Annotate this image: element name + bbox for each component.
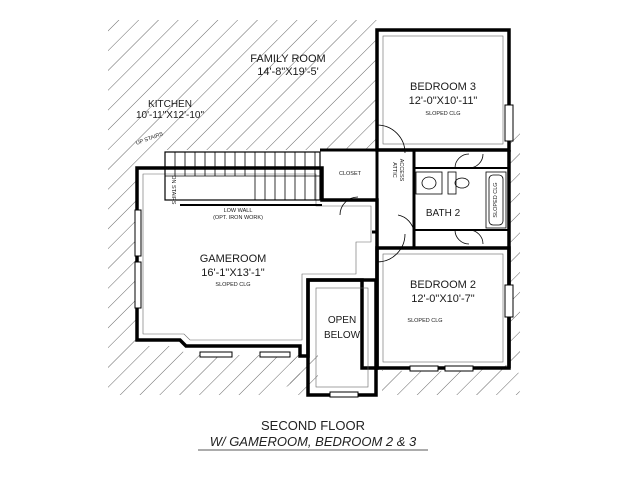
sink-icon [421,176,437,190]
tub-icon [485,171,507,229]
vanity [415,171,443,195]
bedroom3-size: 12'-0"X10'-11" [409,95,478,107]
bath-fixtures [415,171,507,229]
toilet-tank [447,171,457,195]
stairs [164,151,321,201]
gameroom-size: 16'-1"X13'-1" [201,267,264,279]
bedroom3-name: BEDROOM 3 [410,81,476,93]
iron-work-label: (OPT. IRON WORK) [213,215,263,221]
bedroom3-walls [375,28,511,152]
bath2-name: BATH 2 [426,208,461,219]
bedroom2-walls [375,246,511,370]
bedroom3-note: SLOPED CLG [425,111,460,117]
caption-line1: SECOND FLOOR [261,418,365,433]
closet-label: CLOSET [339,171,362,177]
open-below-line1: OPEN [328,315,356,326]
room-labels: FAMILY ROOM 14'-8"X19'-5' KITCHEN 10'-11… [136,53,477,341]
bedroom2-note: SLOPED CLG [407,318,442,324]
attic-label: ATTIC [391,162,397,178]
caption: SECOND FLOOR W/ GAMEROOM, BEDROOM 2 & 3 [198,418,428,451]
family-room-name: FAMILY ROOM [250,53,325,65]
windows [134,104,514,398]
doors [339,124,484,263]
gameroom-name: GAMEROOM [200,253,267,265]
bedroom2-size: 12'-0"X10'-7" [411,293,474,305]
stairs-label: DN STAIRS [170,176,176,205]
hatched-area [108,20,520,395]
caption-line2: W/ GAMEROOM, BEDROOM 2 & 3 [210,434,417,449]
family-room-size: 14'-8"X19'-5' [257,66,319,78]
gameroom-note: SLOPED CLG [215,282,250,288]
tub-clg-label: SLOPED CLG [493,182,499,217]
kitchen-name: KITCHEN [148,99,192,110]
access-label: ACCESS [398,159,404,182]
open-below-line2: BELOW [324,330,361,341]
kitchen-size: 10'-11"X12'-10" [136,110,204,121]
low-wall-label: LOW WALL [224,208,253,214]
toilet-icon [454,177,470,189]
bedroom2-name: BEDROOM 2 [410,279,476,291]
